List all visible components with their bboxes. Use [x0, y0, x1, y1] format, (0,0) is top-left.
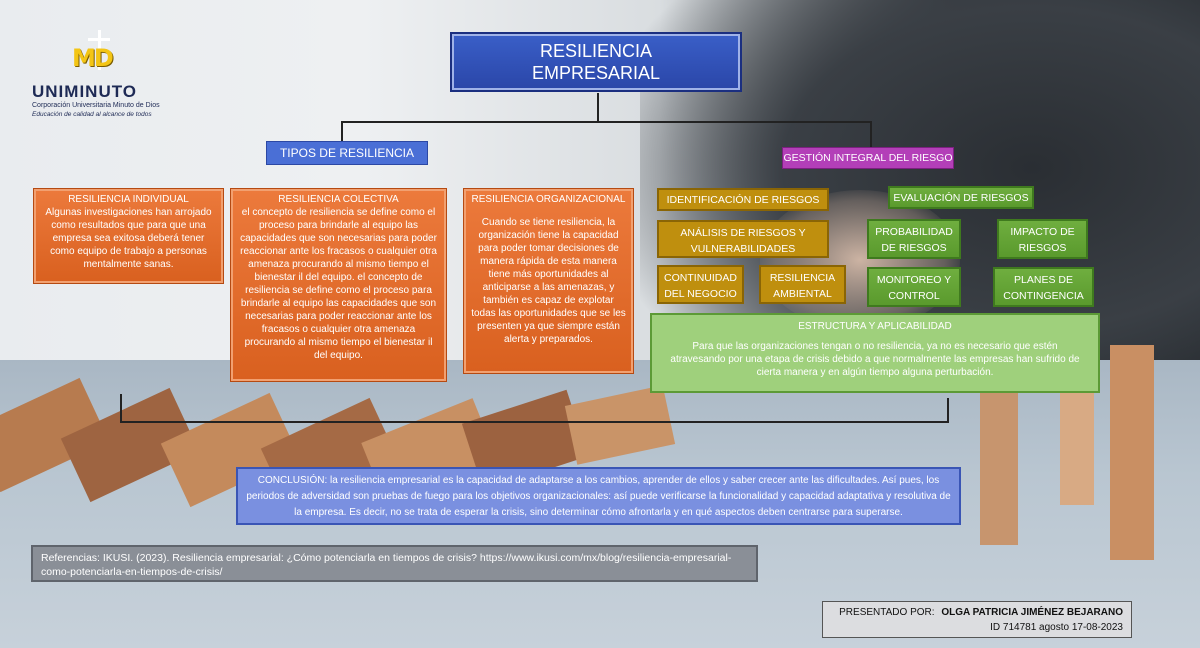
analisis-box: ANÁLISIS DE RIESGOS Y VULNERABILIDADES: [657, 220, 829, 258]
resiliencia-organizacional-box: RESILIENCIA ORGANIZACIONAL Cuando se tie…: [463, 188, 634, 374]
estructura-box: ESTRUCTURA Y APLICABILIDAD Para que las …: [650, 313, 1100, 393]
ambiental-box: RESILIENCIA AMBIENTAL: [759, 265, 846, 304]
domino-block: [980, 385, 1018, 545]
logo-line2: Educación de calidad al alcance de todos: [32, 111, 152, 118]
presenter-id: ID 714781 agosto 17-08-2023: [990, 622, 1123, 633]
logo-mark: MD: [72, 44, 114, 72]
monitoreo-box: MONITOREO Y CONTROL: [867, 267, 961, 307]
impacto-box: IMPACTO DE RIESGOS: [997, 219, 1088, 259]
domino-block: [60, 387, 200, 503]
logo: MD UNIMINUTO Corporación Universitaria M…: [28, 30, 168, 125]
connector-line: [341, 121, 343, 143]
individual-heading: RESILIENCIA INDIVIDUAL: [68, 194, 189, 205]
resiliencia-colectiva-box: RESILIENCIA COLECTIVA el concepto de res…: [230, 188, 447, 382]
colectiva-body: el concepto de resiliencia se define com…: [240, 207, 437, 361]
organizacional-body: Cuando se tiene resiliencia, la organiza…: [471, 217, 626, 345]
conclusion-box: CONCLUSIÓN: la resiliencia empresarial e…: [236, 467, 961, 525]
planes-box: PLANES DE CONTINGENCIA: [993, 267, 1094, 307]
main-title: RESILIENCIA EMPRESARIAL: [450, 32, 742, 92]
connector-line: [947, 398, 949, 423]
domino-block: [1110, 345, 1154, 560]
references-text: Referencias: IKUSI. (2023). Resiliencia …: [41, 552, 732, 578]
logo-brand: UNIMINUTO: [32, 82, 138, 101]
domino-block: [0, 377, 110, 493]
estructura-body: Para que las organizaciones tengan o no …: [670, 341, 1080, 378]
colectiva-heading: RESILIENCIA COLECTIVA: [278, 194, 399, 205]
individual-body: Algunas investigaciones han arrojado com…: [45, 207, 212, 270]
connector-line: [341, 121, 872, 123]
continuidad-box: CONTINUIDAD DEL NEGOCIO: [657, 265, 744, 304]
presenter-box: PRESENTADO POR: OLGA PATRICIA JIMÉNEZ BE…: [822, 601, 1132, 638]
domino-block: [564, 385, 676, 465]
title-line1: RESILIENCIA: [539, 41, 653, 61]
presenter-label: PRESENTADO POR:: [839, 607, 935, 618]
presenter-line: PRESENTADO POR: OLGA PATRICIA JIMÉNEZ BE…: [831, 605, 1123, 620]
identificacion-label: IDENTIFICACIÓN DE RIESGOS: [657, 188, 829, 211]
connector-line: [597, 93, 599, 121]
conclusion-text: CONCLUSIÓN: la resiliencia empresarial e…: [246, 475, 951, 518]
md-logo-icon: [88, 30, 110, 70]
connector-line: [120, 394, 122, 422]
estructura-heading: ESTRUCTURA Y APLICABILIDAD: [798, 321, 952, 332]
gestion-label: GESTIÓN INTEGRAL DEL RIESGO: [782, 147, 954, 169]
title-line2: EMPRESARIAL: [531, 63, 661, 83]
tipos-label: TIPOS DE RESILIENCIA: [266, 141, 428, 165]
logo-line1: Corporación Universitaria Minuto de Dios: [32, 102, 160, 109]
connector-line: [120, 421, 949, 423]
references-box: Referencias: IKUSI. (2023). Resiliencia …: [31, 545, 758, 582]
resiliencia-individual-box: RESILIENCIA INDIVIDUAL Algunas investiga…: [33, 188, 224, 284]
organizacional-heading: RESILIENCIA ORGANIZACIONAL: [471, 194, 626, 205]
presenter-name: OLGA PATRICIA JIMÉNEZ BEJARANO: [941, 607, 1123, 618]
background-hand: [760, 190, 960, 330]
connector-line: [870, 121, 872, 147]
evaluacion-label: EVALUACIÓN DE RIESGOS: [888, 186, 1034, 209]
probabilidad-box: PROBABILIDAD DE RIESGOS: [867, 219, 961, 259]
